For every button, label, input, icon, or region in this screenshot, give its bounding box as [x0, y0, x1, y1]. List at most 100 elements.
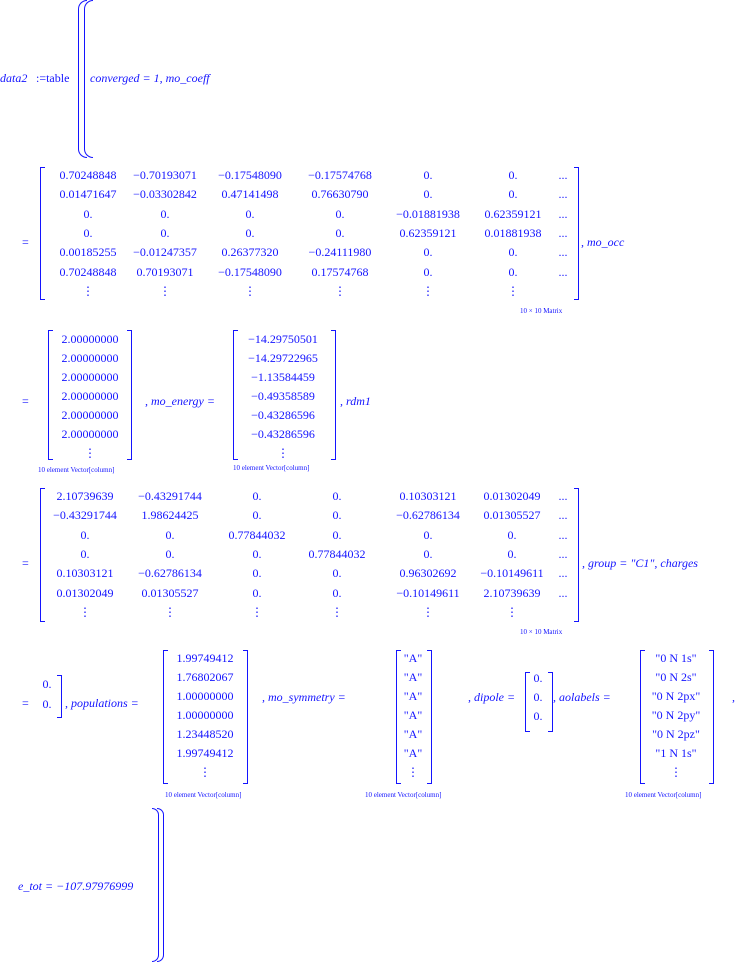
matrix-cell: 0. [332, 508, 342, 523]
matrix-cell: 0. [332, 489, 342, 503]
matrix-cell: ⋮ [159, 283, 171, 298]
matrix-cell: 0.10303121 [56, 566, 114, 581]
matrix-cell: −0.24111980 [308, 245, 372, 260]
vector-cell: 1.00000000 [176, 689, 234, 703]
matrix-cell: 0. [165, 546, 175, 561]
matrix-cell: 0. [508, 168, 518, 182]
mo-symmetry-caption: 10 element Vector[column] [365, 791, 442, 799]
matrix-cell: 0. [335, 206, 345, 221]
vector-cell: ⋮ [407, 765, 419, 779]
matrix-cell: 0.77844032 [308, 546, 366, 561]
matrix-cell: ... [558, 264, 568, 279]
matrix-cell: ⋮ [422, 604, 434, 619]
matrix-cell: 0. [423, 546, 433, 561]
vector-cell: "0 N 2pz" [652, 727, 700, 741]
matrix-cell: 0.70248848 [59, 264, 117, 279]
matrix-cell: −0.10149611 [396, 585, 460, 600]
matrix-cell: ⋮ [79, 604, 91, 619]
matrix-cell: 0.01471647 [59, 187, 117, 202]
matrix-cell: 0. [245, 225, 255, 240]
populations-left-bracket [163, 650, 168, 784]
populations-caption: 10 element Vector[column] [165, 791, 242, 799]
next-entry-label: , mo_symmetry = [262, 690, 346, 704]
matrix-cell: −0.62786134 [396, 508, 460, 523]
matrix-cell: 0.01881938 [484, 225, 542, 240]
matrix-cell: 0. [507, 546, 517, 561]
next-entry-label: , populations = [65, 696, 139, 710]
vector-cell: 2.00000000 [61, 408, 119, 422]
matrix-cell: −0.62786134 [138, 566, 202, 581]
matrix-cell: 0.01305527 [483, 508, 541, 523]
aolabels-left-bracket [640, 650, 645, 784]
matrix-cell: 0. [423, 264, 433, 279]
close-paren-outer [157, 808, 164, 962]
matrix-cell: 0. [165, 527, 175, 542]
dipole-left-bracket [525, 672, 530, 732]
vector-cell: −14.29750501 [248, 332, 318, 346]
matrix-cell: ⋮ [82, 283, 94, 298]
matrix-cell: 0. [508, 187, 518, 202]
vector-cell: ⋮ [84, 446, 96, 460]
matrix-cell: ⋮ [244, 283, 256, 298]
vector-cell: "0 N 2px" [651, 689, 701, 703]
matrix-cell: 0. [252, 489, 262, 503]
matrix-cell: ... [558, 527, 568, 542]
vector-cell: −0.43286596 [251, 427, 315, 441]
matrix-cell: ⋮ [422, 283, 434, 298]
matrix-cell: 0. [252, 508, 262, 523]
matrix-cell: 0.01302049 [56, 585, 114, 600]
mo-occ-caption: 10 element Vector[column] [38, 466, 115, 474]
matrix-cell: 0.77844032 [228, 527, 286, 542]
equals-sign: = [22, 696, 29, 710]
vector-cell: ⋮ [277, 446, 289, 460]
aolabels-right-bracket [709, 650, 714, 784]
rdm1-caption: 10 × 10 Matrix [520, 628, 563, 636]
matrix-cell: ... [558, 187, 568, 202]
matrix-cell: ... [558, 168, 568, 182]
matrix-cell: 0.70193071 [136, 264, 194, 279]
vector-cell: "1 N 1s" [655, 746, 697, 760]
matrix-cell: ⋮ [251, 604, 263, 619]
matrix-cell: −0.03302842 [133, 187, 197, 202]
vector-cell: 2.00000000 [61, 351, 119, 365]
dipole-right-bracket [548, 672, 553, 732]
vector-cell: 2.00000000 [61, 427, 119, 441]
matrix-cell: 0. [423, 187, 433, 202]
vector-cell: −14.29722965 [248, 351, 318, 365]
mo-occ-right-bracket [127, 330, 132, 460]
matrix-cell: ... [558, 245, 568, 260]
matrix-cell: −0.17548090 [218, 168, 282, 182]
matrix-cell: ⋮ [506, 604, 518, 619]
mo-energy-left-bracket [233, 330, 238, 460]
mo-symmetry-right-bracket [427, 650, 432, 784]
matrix-cell: 0. [423, 168, 433, 182]
matrix-cell: −0.01881938 [396, 206, 460, 221]
vector-cell: 0. [42, 697, 52, 711]
matrix-cell: 0. [423, 245, 433, 260]
vector-cell: "A" [403, 708, 423, 722]
mo-symmetry-left-bracket [396, 650, 401, 784]
next-entry-label: , mo_energy = [145, 394, 215, 408]
assign-operator: :=table [36, 71, 70, 85]
vector-cell: 0. [42, 677, 52, 691]
matrix-cell: 0.62359121 [484, 206, 542, 221]
rdm1-right-bracket [574, 488, 579, 622]
matrix-cell: ... [558, 225, 568, 240]
matrix-cell: 0. [423, 527, 433, 542]
matrix-cell: 0. [252, 566, 262, 581]
matrix-cell: 0.47141498 [221, 187, 279, 202]
matrix-cell: −0.10149611 [480, 566, 544, 581]
matrix-cell: ... [558, 585, 568, 600]
matrix-cell: ⋮ [507, 283, 519, 298]
vector-cell: "0 N 2s" [655, 670, 697, 684]
mo-coeff-right-bracket [574, 167, 579, 300]
next-entry-label: , aolabels = [553, 690, 611, 704]
matrix-cell: 1.98624425 [141, 508, 199, 523]
matrix-cell: 0. [335, 225, 345, 240]
matrix-cell: 0. [332, 527, 342, 542]
matrix-cell: 0. [80, 546, 90, 561]
next-entry-label: , mo_occ [581, 235, 625, 249]
matrix-cell: ... [558, 508, 568, 523]
vector-cell: 2.00000000 [61, 389, 119, 403]
vector-cell: 0. [533, 671, 543, 685]
